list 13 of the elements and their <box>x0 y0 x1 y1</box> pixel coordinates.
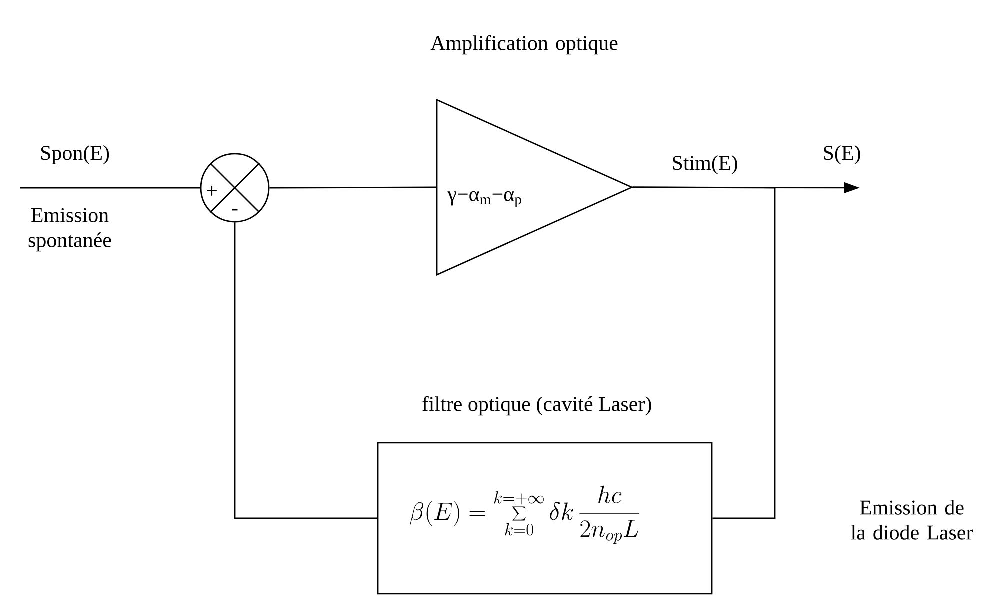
heading: Amplification optique <box>430 35 618 55</box>
connector <box>270 186 436 189</box>
connector <box>20 187 200 189</box>
summing-junction: + - <box>200 153 270 223</box>
signal-label: Emission de la diode Laser <box>851 500 974 540</box>
signal-label: S(E) <box>824 145 860 164</box>
signal-label: Spon(E) <box>41 145 110 164</box>
connector <box>234 222 378 520</box>
signal-label: Stim(E) <box>673 155 738 174</box>
connector <box>632 186 776 520</box>
signal-label: Emission spontanée <box>28 208 112 252</box>
heading: filtre optique (cavité Laser) <box>422 396 652 416</box>
filter-box: $\beta(E)=\sum_{k=0}^{k=+\infty}\delta k\,\frac{hc}{2n_{op}L}$ <box>377 442 713 595</box>
